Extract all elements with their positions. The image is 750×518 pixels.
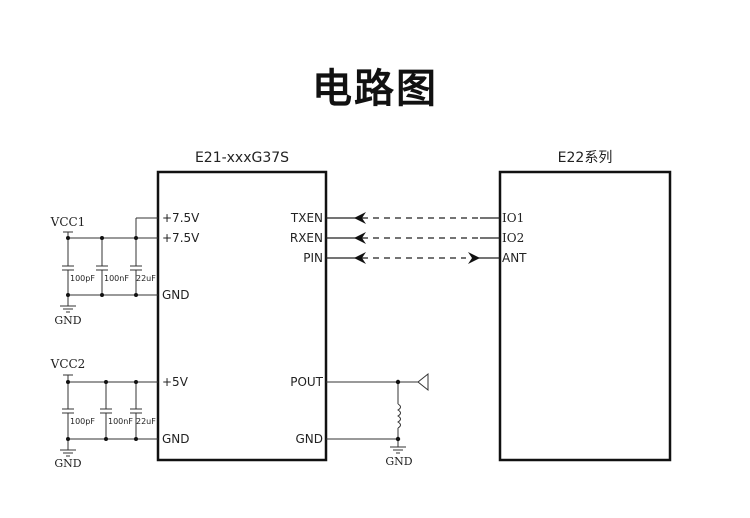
pin-pout: POUT <box>290 375 323 389</box>
pin-5v: +5V <box>162 375 189 389</box>
vcc2-label: VCC2 <box>50 357 86 371</box>
module-e21-label: E21-xxxG37S <box>195 150 289 166</box>
cap1-3-value: 22uF <box>136 274 156 283</box>
vcc1-label: VCC1 <box>50 215 86 229</box>
antenna-icon <box>417 372 429 392</box>
arrow-left-icon <box>354 252 366 264</box>
arrow-right-icon <box>468 252 480 264</box>
gnd1-label: GND <box>54 314 81 327</box>
pin-rxen: RXEN <box>290 231 323 245</box>
pin-7v5-b: +7.5V <box>162 231 200 245</box>
pin-io2: IO2 <box>502 231 524 245</box>
gnd-out-label: GND <box>385 455 412 468</box>
cap1-2-value: 100nF <box>104 274 129 283</box>
pin-ant: ANT <box>502 251 527 265</box>
pin-gnd-3: GND <box>295 432 323 446</box>
pin-gnd-1: GND <box>162 288 190 302</box>
arrow-left-icon <box>354 212 366 224</box>
cap2-2-value: 100nF <box>108 417 133 426</box>
gnd2-label: GND <box>54 457 81 470</box>
cap1-1-value: 100pF <box>70 274 95 283</box>
pin-io1: IO1 <box>502 211 524 225</box>
cap2-1-value: 100pF <box>70 417 95 426</box>
pin-gnd-2: GND <box>162 432 190 446</box>
arrow-left-icon <box>354 232 366 244</box>
pin-txen: TXEN <box>290 211 323 225</box>
cap2-3-value: 22uF <box>136 417 156 426</box>
pin-pin: PIN <box>303 251 323 265</box>
diagram-title: 电路图 <box>312 66 438 112</box>
module-e22-label: E22系列 <box>558 150 613 166</box>
module-e22-box <box>498 170 672 462</box>
pin-7v5-a: +7.5V <box>162 211 200 225</box>
inductor-icon <box>397 403 401 429</box>
module-e21-box <box>156 170 328 462</box>
